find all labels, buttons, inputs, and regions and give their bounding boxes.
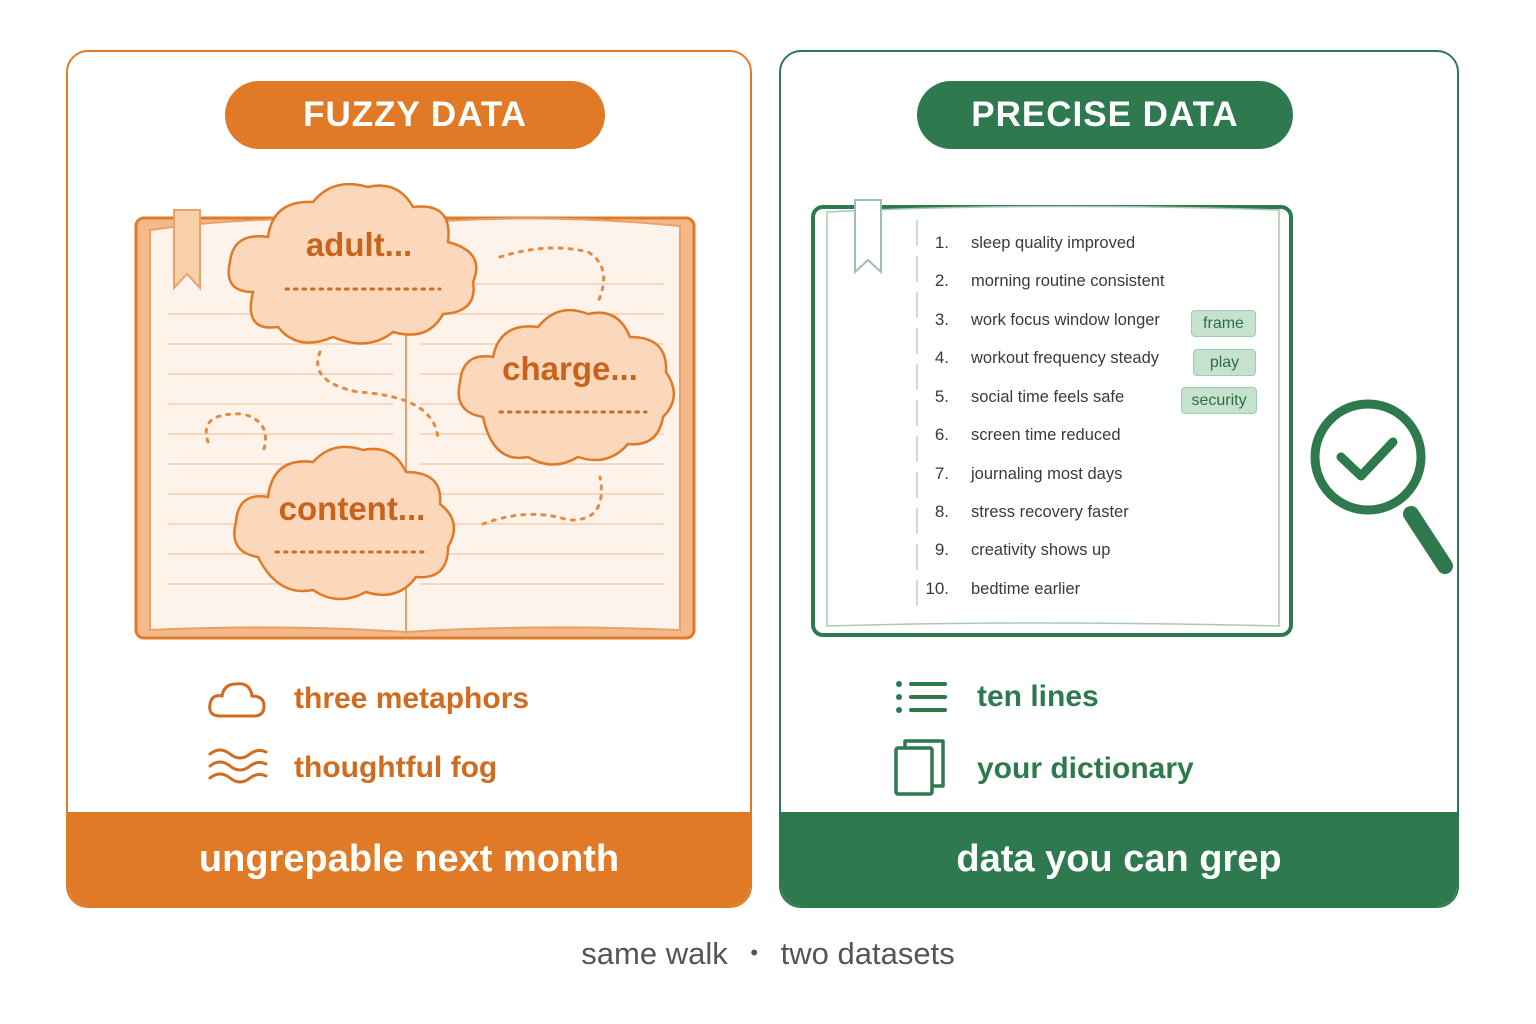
cloud-label-1: adult... — [305, 226, 413, 263]
caption-right: two datasets — [780, 936, 955, 971]
list-item: 5.social time feels safe — [934, 387, 1125, 406]
magnifier-check-icon — [1310, 399, 1453, 574]
tag-frame: frame — [1191, 310, 1256, 337]
caption-left: same walk — [581, 936, 728, 971]
feature-thoughtful-fog: thoughtful fog — [294, 751, 498, 784]
cloud-icon — [208, 682, 266, 718]
precise-data-panel: PRECISE DATA 1.sleep quality improved 2.… — [779, 50, 1459, 908]
precise-title: PRECISE DATA — [917, 81, 1293, 149]
fuzzy-notebook-illustration — [134, 182, 696, 640]
fuzzy-data-panel: FUZZY DATA — [66, 50, 752, 908]
list-item: 2.morning routine consistent — [934, 271, 1165, 290]
cloud-label-3: content... — [278, 490, 426, 527]
list-item: 1.sleep quality improved — [934, 233, 1136, 252]
feature-your-dictionary: your dictionary — [977, 752, 1194, 785]
book-icon — [894, 739, 945, 796]
list-icon — [896, 681, 947, 713]
caption: same walk • two datasets — [0, 936, 1536, 972]
list-item: 4.workout frequency steady — [934, 348, 1160, 367]
cloud-label-2: charge... — [502, 350, 638, 387]
fuzzy-title: FUZZY DATA — [225, 81, 605, 149]
precise-notebook-illustration — [811, 199, 1453, 637]
precise-footer: data you can grep — [781, 812, 1457, 906]
list-item: 7.journaling most days — [934, 464, 1123, 483]
list-item: 10.bedtime earlier — [925, 579, 1081, 598]
list-item: 3.work focus window longer — [934, 310, 1160, 329]
feature-ten-lines: ten lines — [977, 680, 1099, 713]
list-item: 9.creativity shows up — [934, 540, 1111, 559]
fog-icon — [208, 748, 268, 784]
fuzzy-footer: ungrepable next month — [68, 812, 750, 906]
tag-security: security — [1181, 387, 1257, 414]
feature-three-metaphors: three metaphors — [294, 682, 530, 715]
list-item: 8.stress recovery faster — [934, 502, 1129, 521]
list-item: 6.screen time reduced — [934, 425, 1121, 444]
tag-play: play — [1193, 349, 1256, 376]
caption-separator: • — [750, 940, 759, 965]
